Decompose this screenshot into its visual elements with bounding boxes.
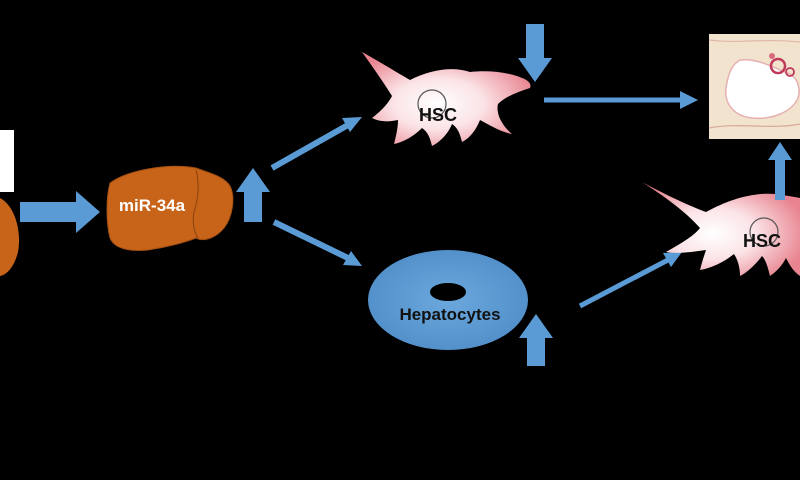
- histology-image: [708, 34, 800, 139]
- hepatocyte-cell-icon: [368, 250, 528, 350]
- liver-icon: [106, 165, 234, 251]
- arrow-down-icon: [518, 24, 552, 82]
- arrow-right-icon: [20, 191, 100, 233]
- arrow-up-icon: [236, 168, 270, 222]
- hsc-cell-icon: [362, 52, 531, 146]
- hsc-right-label: HSC: [743, 231, 781, 251]
- left-panel-box: [0, 130, 14, 192]
- arrow-to-hsc-right: [578, 252, 682, 309]
- arrow-to-histology: [544, 91, 698, 109]
- arrow-to-hsc-top: [270, 117, 362, 171]
- mirna-label: miR-34a: [119, 196, 186, 215]
- arrow-up-icon: [519, 314, 553, 366]
- hsc-top-label: HSC: [419, 105, 457, 125]
- liver-partial-icon: [0, 198, 20, 276]
- hepatocytes-label: Hepatocytes: [399, 305, 500, 324]
- arrow-up-icon: [768, 142, 792, 200]
- arrow-to-hepatocytes: [272, 219, 362, 266]
- hsc-cell-icon: [642, 182, 800, 276]
